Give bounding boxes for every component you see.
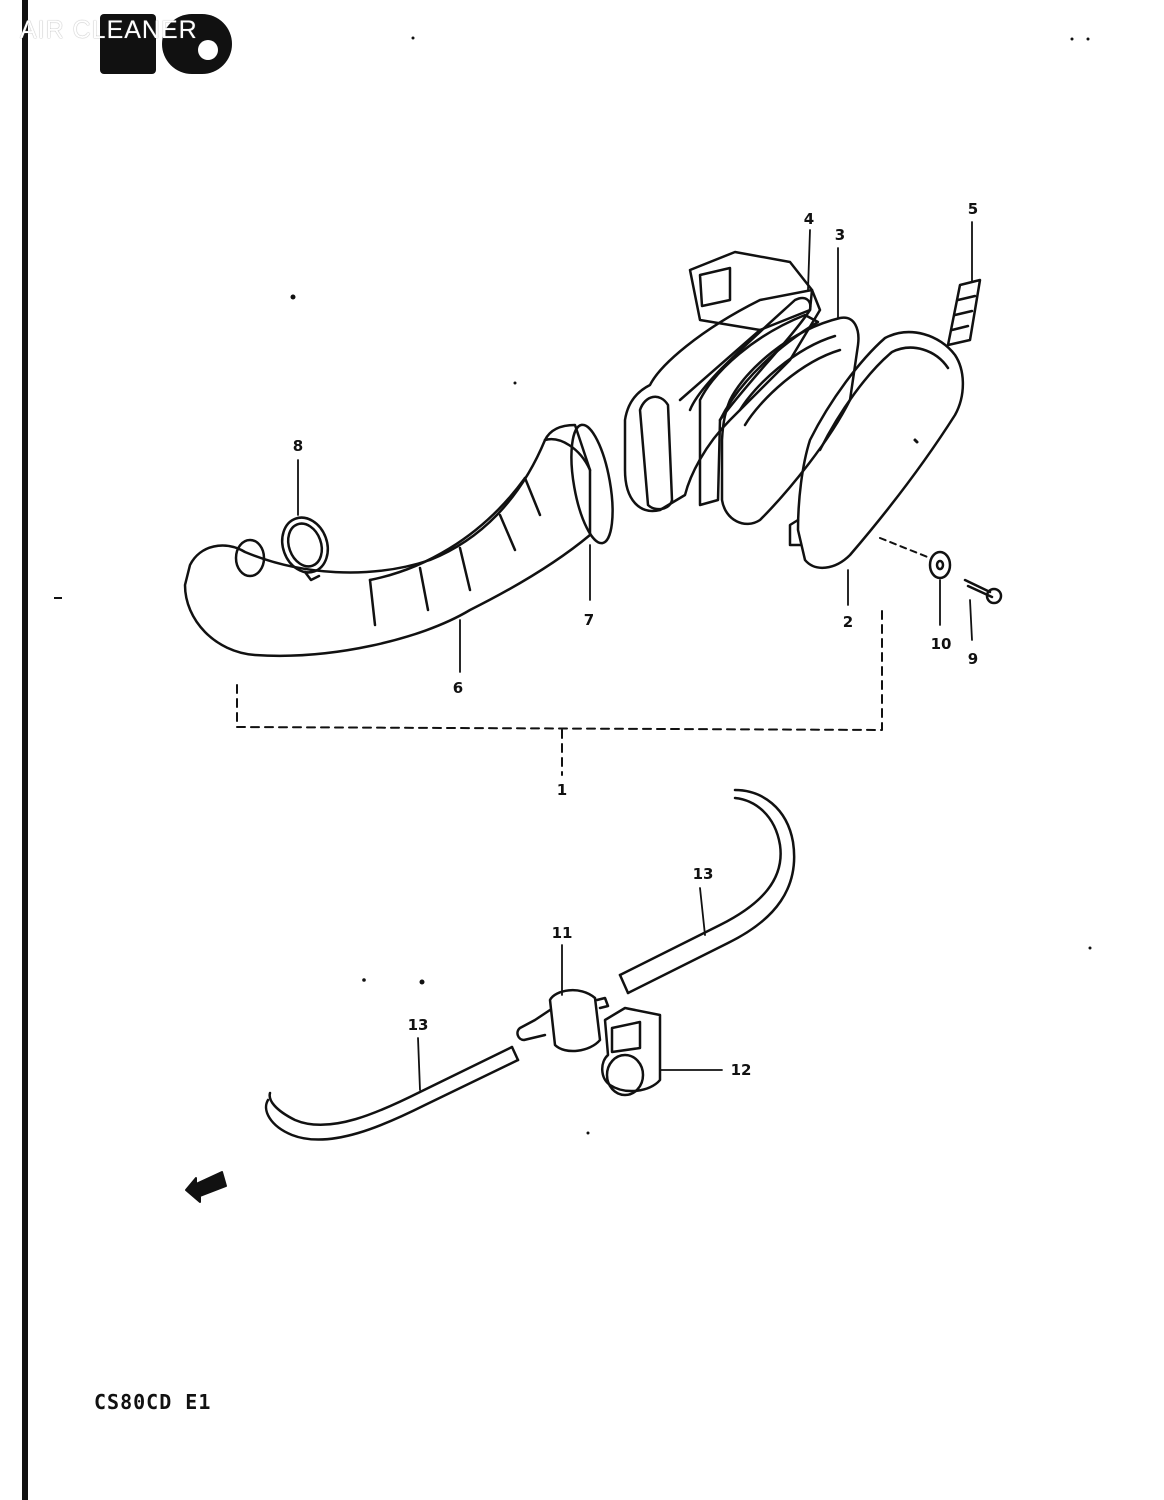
washer-part (928, 550, 952, 580)
filter-element-part (698, 313, 860, 526)
callout-4: 4 (804, 210, 814, 228)
callout-5: 5 (968, 200, 978, 218)
callout-10: 10 (931, 635, 952, 653)
page-binding-edge (22, 0, 28, 1500)
check-valve-part (516, 989, 610, 1053)
callout-11: 11 (552, 924, 573, 942)
callout-2: 2 (843, 613, 853, 631)
scan-specks (54, 36, 1092, 1135)
section-header-block (96, 8, 236, 76)
callout-12: 12 (731, 1061, 752, 1079)
leader-lines (297, 221, 973, 1091)
callout-1: 1 (557, 781, 567, 799)
valve-holder-part (601, 1006, 662, 1097)
hose-clamp-part (280, 516, 330, 582)
sealing-strip-part (946, 278, 982, 347)
callout-8: 8 (293, 437, 303, 455)
callout-labels: 1 2 3 4 5 6 7 8 9 10 11 12 13 13 (293, 200, 978, 1079)
screw-part (963, 578, 1003, 605)
page-title: AIR CLEANER (20, 16, 198, 44)
callout-7: 7 (584, 611, 594, 629)
callout-6: 6 (453, 679, 463, 697)
breather-hose-lower-part (264, 1045, 520, 1141)
model-code-label: CS80CD E1 (94, 1390, 212, 1414)
section-code-graphic (100, 14, 232, 74)
callout-9: 9 (968, 650, 978, 668)
air-cleaner-case-part (623, 250, 822, 513)
gasket-part (688, 296, 812, 422)
assembly-guide-line (879, 537, 931, 559)
front-direction-arrow-icon (185, 1171, 227, 1203)
breather-hose-upper-part (618, 788, 796, 995)
assembly-bracket (236, 609, 883, 776)
intake-duct-part (183, 423, 614, 657)
callout-3: 3 (835, 226, 845, 244)
callout-13-upper: 13 (693, 865, 714, 883)
callout-13-lower: 13 (408, 1016, 429, 1034)
air-cleaner-cover-part (788, 330, 965, 569)
